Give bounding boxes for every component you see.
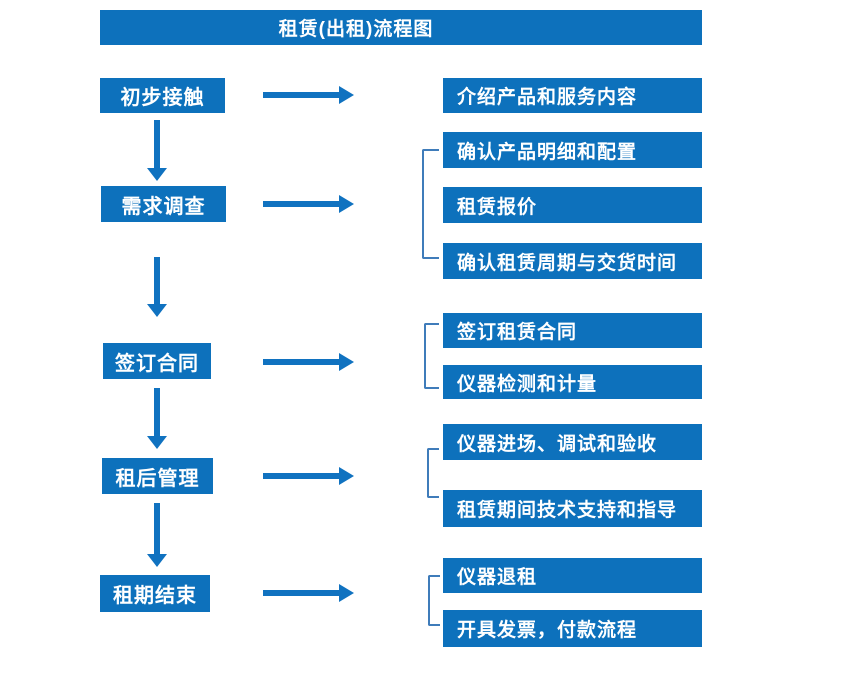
arrow-head: [147, 554, 167, 567]
detail-box-rental-quote: 租赁报价: [443, 187, 702, 223]
arrow-head: [339, 467, 354, 485]
bracket-group-post-rental: [427, 448, 439, 498]
right-arrow-2: [263, 195, 354, 213]
arrow-head: [339, 195, 354, 213]
diagram-title: 租赁(出租)流程图: [278, 19, 434, 40]
bracket-group-rental-end: [428, 575, 440, 626]
detail-label: 租赁期间技术支持和指导: [457, 500, 678, 521]
arrow-shaft: [263, 473, 340, 479]
detail-box-invoice-payment: 开具发票，付款流程: [443, 610, 702, 647]
detail-box-confirm-details-config: 确认产品明细和配置: [443, 132, 702, 168]
arrow-head: [339, 353, 354, 371]
step-label: 初步接触: [120, 87, 205, 109]
arrow-shaft: [263, 359, 340, 365]
right-arrow-3: [263, 353, 354, 371]
step-box-rental-end: 租期结束: [100, 575, 210, 612]
arrow-head: [147, 304, 167, 317]
right-arrow-4: [263, 467, 354, 485]
bracket-group-demand-survey: [422, 149, 439, 259]
detail-box-instrument-testing: 仪器检测和计量: [443, 365, 702, 399]
right-arrow-5: [263, 584, 354, 602]
down-arrow-2: [147, 257, 167, 317]
arrow-shaft: [154, 120, 160, 168]
step-label: 签订合同: [115, 352, 199, 375]
arrow-shaft: [154, 388, 160, 436]
step-box-sign-contract: 签订合同: [103, 343, 211, 379]
detail-label: 签订租赁合同: [457, 322, 578, 343]
detail-label: 介绍产品和服务内容: [457, 87, 638, 108]
arrow-head: [147, 168, 167, 181]
arrow-head: [339, 86, 354, 104]
right-arrow-1: [263, 86, 354, 104]
detail-box-introduce-products: 介绍产品和服务内容: [443, 78, 702, 113]
detail-label: 确认租赁周期与交货时间: [457, 252, 678, 274]
detail-box-instrument-entry-acceptance: 仪器进场、调试和验收: [443, 424, 702, 460]
arrow-shaft: [263, 201, 340, 207]
step-label: 租期结束: [113, 585, 197, 607]
detail-box-confirm-period-delivery: 确认租赁周期与交货时间: [443, 243, 702, 279]
detail-label: 开具发票，付款流程: [457, 620, 638, 641]
detail-box-instrument-return: 仪器退租: [443, 558, 702, 593]
detail-label: 仪器检测和计量: [457, 373, 598, 395]
arrow-shaft: [263, 92, 340, 98]
detail-label: 确认产品明细和配置: [457, 141, 638, 163]
diagram-title-bar: 租赁(出租)流程图: [100, 10, 702, 45]
step-label: 租后管理: [115, 467, 200, 490]
arrow-head: [339, 584, 354, 602]
step-box-initial-contact: 初步接触: [100, 78, 225, 113]
arrow-head: [147, 436, 167, 449]
down-arrow-4: [147, 503, 167, 567]
step-box-demand-survey: 需求调查: [101, 186, 226, 222]
arrow-shaft: [154, 503, 160, 554]
detail-label: 租赁报价: [457, 196, 538, 218]
detail-label: 仪器进场、调试和验收: [457, 433, 658, 455]
step-label: 需求调查: [121, 195, 206, 218]
detail-box-tech-support: 租赁期间技术支持和指导: [443, 490, 702, 527]
down-arrow-1: [147, 120, 167, 181]
bracket-group-sign-contract: [424, 323, 439, 389]
detail-label: 仪器退租: [457, 567, 538, 588]
step-box-post-rental-management: 租后管理: [102, 458, 213, 494]
arrow-shaft: [263, 590, 340, 596]
detail-box-sign-rental-contract: 签订租赁合同: [443, 313, 702, 348]
down-arrow-3: [147, 388, 167, 449]
arrow-shaft: [154, 257, 160, 304]
